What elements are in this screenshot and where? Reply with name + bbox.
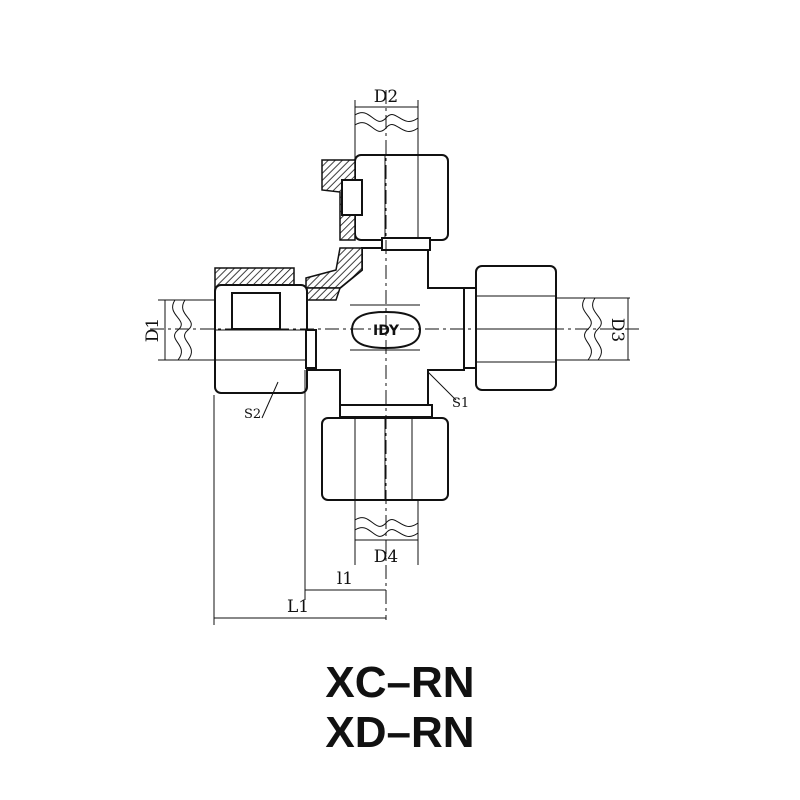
label-d4: D4	[374, 547, 398, 567]
nut-bottom	[321, 404, 449, 501]
label-d2: D2	[374, 87, 398, 107]
dim-s2: S2	[244, 381, 279, 422]
nut-top	[321, 154, 449, 251]
center-lines	[150, 90, 640, 620]
label-d3: D3	[607, 318, 627, 342]
dim-l1-large: L1	[213, 395, 386, 625]
label-d1: D1	[143, 318, 163, 342]
model-title-xd: XD–RN	[325, 708, 475, 757]
nut-left	[214, 267, 317, 394]
brand-plate: IDY	[350, 310, 422, 350]
model-title-xc: XC–RN	[325, 658, 475, 707]
nut-right	[463, 265, 557, 391]
dim-d2: D2	[355, 87, 418, 108]
dim-l1-small: l1	[304, 370, 386, 600]
label-l1-small: l1	[337, 569, 353, 589]
dim-d1: D1	[143, 300, 166, 360]
dim-d4: D4	[355, 539, 418, 567]
label-s1: S1	[452, 396, 469, 411]
brand-logo-text: IDY	[373, 323, 400, 339]
label-l1-large: L1	[287, 597, 309, 617]
tube-left	[158, 299, 218, 361]
dim-d3: D3	[607, 298, 629, 360]
dim-s1: S1	[427, 371, 469, 411]
label-s2: S2	[244, 407, 261, 422]
